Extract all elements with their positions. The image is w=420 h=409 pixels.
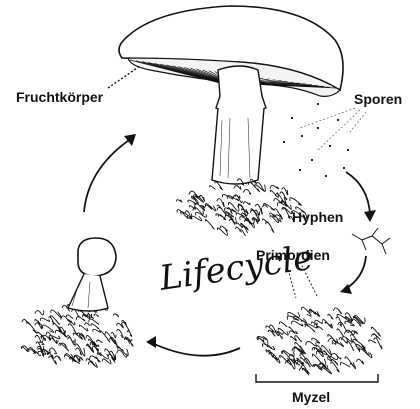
label-hyphen: Hyphen: [292, 209, 344, 225]
arrow-spores-to-hyphen: [345, 171, 371, 215]
young-mushroom: [67, 237, 117, 312]
arrow-young-to-fruit: [83, 137, 133, 213]
mycelium-clumps: [20, 178, 383, 376]
cycle-arrows: [83, 137, 371, 357]
arrow-myzel-to-young: [149, 341, 241, 357]
label-myzel: Myzel: [292, 389, 331, 405]
primordien-pointer-lines: [285, 261, 319, 299]
spores-dots: [282, 102, 350, 178]
label-primordien: Primordien: [256, 247, 330, 263]
fruchtkoerper-pointer: [107, 65, 141, 89]
myzel-bracket: [255, 374, 379, 383]
spore-pointer-lines: [299, 107, 367, 151]
arrow-heads: [124, 134, 376, 348]
label-sporen: Sporen: [354, 91, 403, 107]
hyphen-sprig: [351, 227, 391, 255]
mushroom-stem: [211, 65, 267, 185]
label-fruchtkoerper: Fruchtkörper: [16, 89, 104, 105]
